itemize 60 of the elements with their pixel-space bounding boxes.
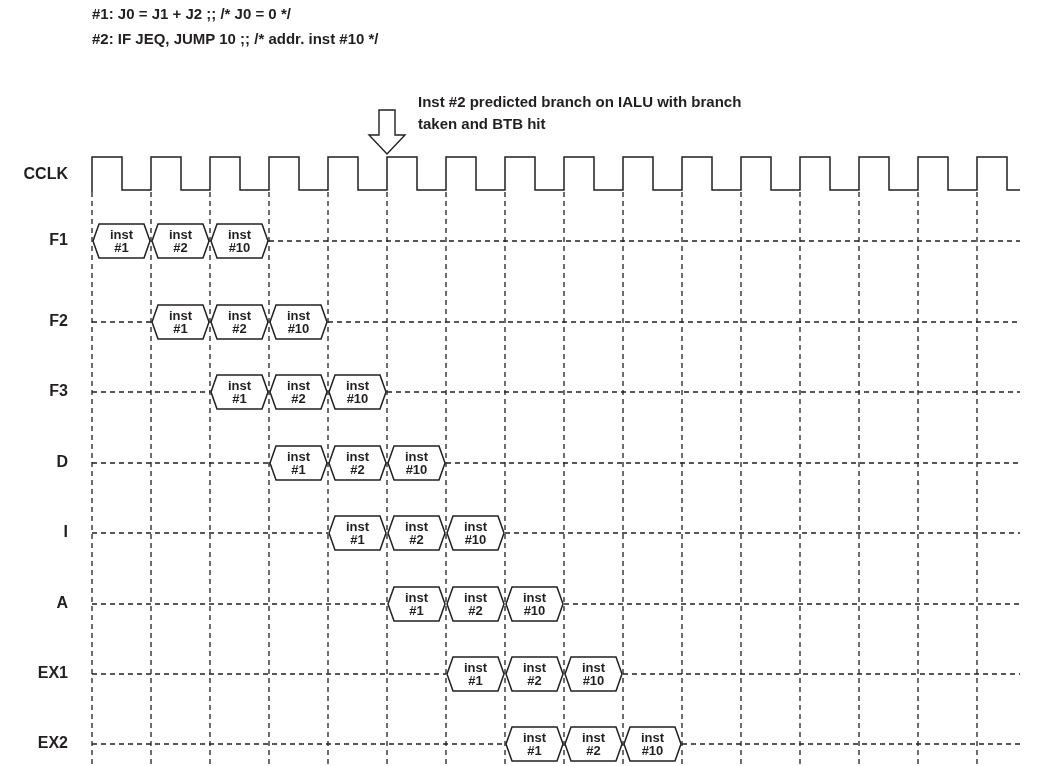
signal-name: EX1	[37, 664, 68, 682]
instruction-label: inst #10	[344, 379, 371, 405]
instruction-label: inst #10	[580, 661, 607, 687]
instruction-label: inst #10	[403, 450, 430, 476]
instruction-label: inst #1	[521, 731, 548, 757]
instruction-label: inst #1	[403, 591, 430, 617]
bus-value-hexagon	[269, 374, 328, 410]
instruction-label: inst #2	[521, 661, 548, 687]
code-line: #1: J0 = J1 + J2 ;; /* J0 = 0 */	[92, 5, 291, 22]
annotation-text: Inst #2 predicted branch on IALU with branch taken and BTB hit	[418, 92, 743, 134]
instruction-label: inst #2	[344, 450, 371, 476]
instruction-label: inst #2	[226, 309, 253, 335]
instruction-label: inst #10	[285, 309, 312, 335]
instruction-label: inst #2	[167, 228, 194, 254]
signal-name: D	[56, 453, 68, 471]
bus-value-hexagon	[446, 656, 505, 692]
signal-name: F3	[49, 382, 68, 400]
instruction-label: inst #10	[226, 228, 253, 254]
bus-value-hexagon	[210, 223, 269, 259]
instruction-label: inst #2	[285, 379, 312, 405]
instruction-label: inst #1	[108, 228, 135, 254]
instruction-label: inst #1	[285, 450, 312, 476]
signal-name: A	[56, 594, 68, 612]
bus-value-hexagon	[328, 445, 387, 481]
instruction-label: inst #1	[226, 379, 253, 405]
bus-value-hexagon	[446, 515, 505, 551]
bus-value-hexagon	[623, 726, 682, 762]
bus-value-hexagon	[564, 726, 623, 762]
bus-value-hexagon	[210, 304, 269, 340]
signal-name: I	[63, 523, 68, 541]
bus-value-hexagon	[328, 515, 387, 551]
instruction-label: inst #10	[521, 591, 548, 617]
instruction-label: inst #10	[462, 520, 489, 546]
instruction-label: inst #1	[167, 309, 194, 335]
instruction-label: inst #2	[580, 731, 607, 757]
bus-value-hexagon	[387, 586, 446, 622]
signal-name: F2	[49, 312, 68, 330]
signal-name: EX2	[37, 734, 68, 752]
code-line: #2: IF JEQ, JUMP 10 ;; /* addr. inst #10 */	[92, 30, 379, 47]
bus-value-hexagon	[269, 304, 328, 340]
bus-value-hexagon	[505, 656, 564, 692]
signal-name: F1	[49, 231, 68, 249]
bus-value-hexagon	[505, 726, 564, 762]
bus-value-hexagon	[92, 223, 151, 259]
bus-value-hexagon	[151, 223, 210, 259]
bus-value-hexagon	[505, 586, 564, 622]
bus-value-hexagon	[210, 374, 269, 410]
bus-value-hexagon	[269, 445, 328, 481]
bus-value-hexagon	[446, 586, 505, 622]
instruction-label: inst #1	[344, 520, 371, 546]
bus-value-hexagon	[564, 656, 623, 692]
bus-value-hexagon	[387, 445, 446, 481]
instruction-label: inst #10	[639, 731, 666, 757]
bus-value-hexagon	[387, 515, 446, 551]
instruction-label: inst #2	[403, 520, 430, 546]
bus-value-hexagon	[151, 304, 210, 340]
bus-value-hexagon	[328, 374, 387, 410]
instruction-label: inst #1	[462, 661, 489, 687]
signal-name: CCLK	[23, 165, 68, 183]
instruction-label: inst #2	[462, 591, 489, 617]
